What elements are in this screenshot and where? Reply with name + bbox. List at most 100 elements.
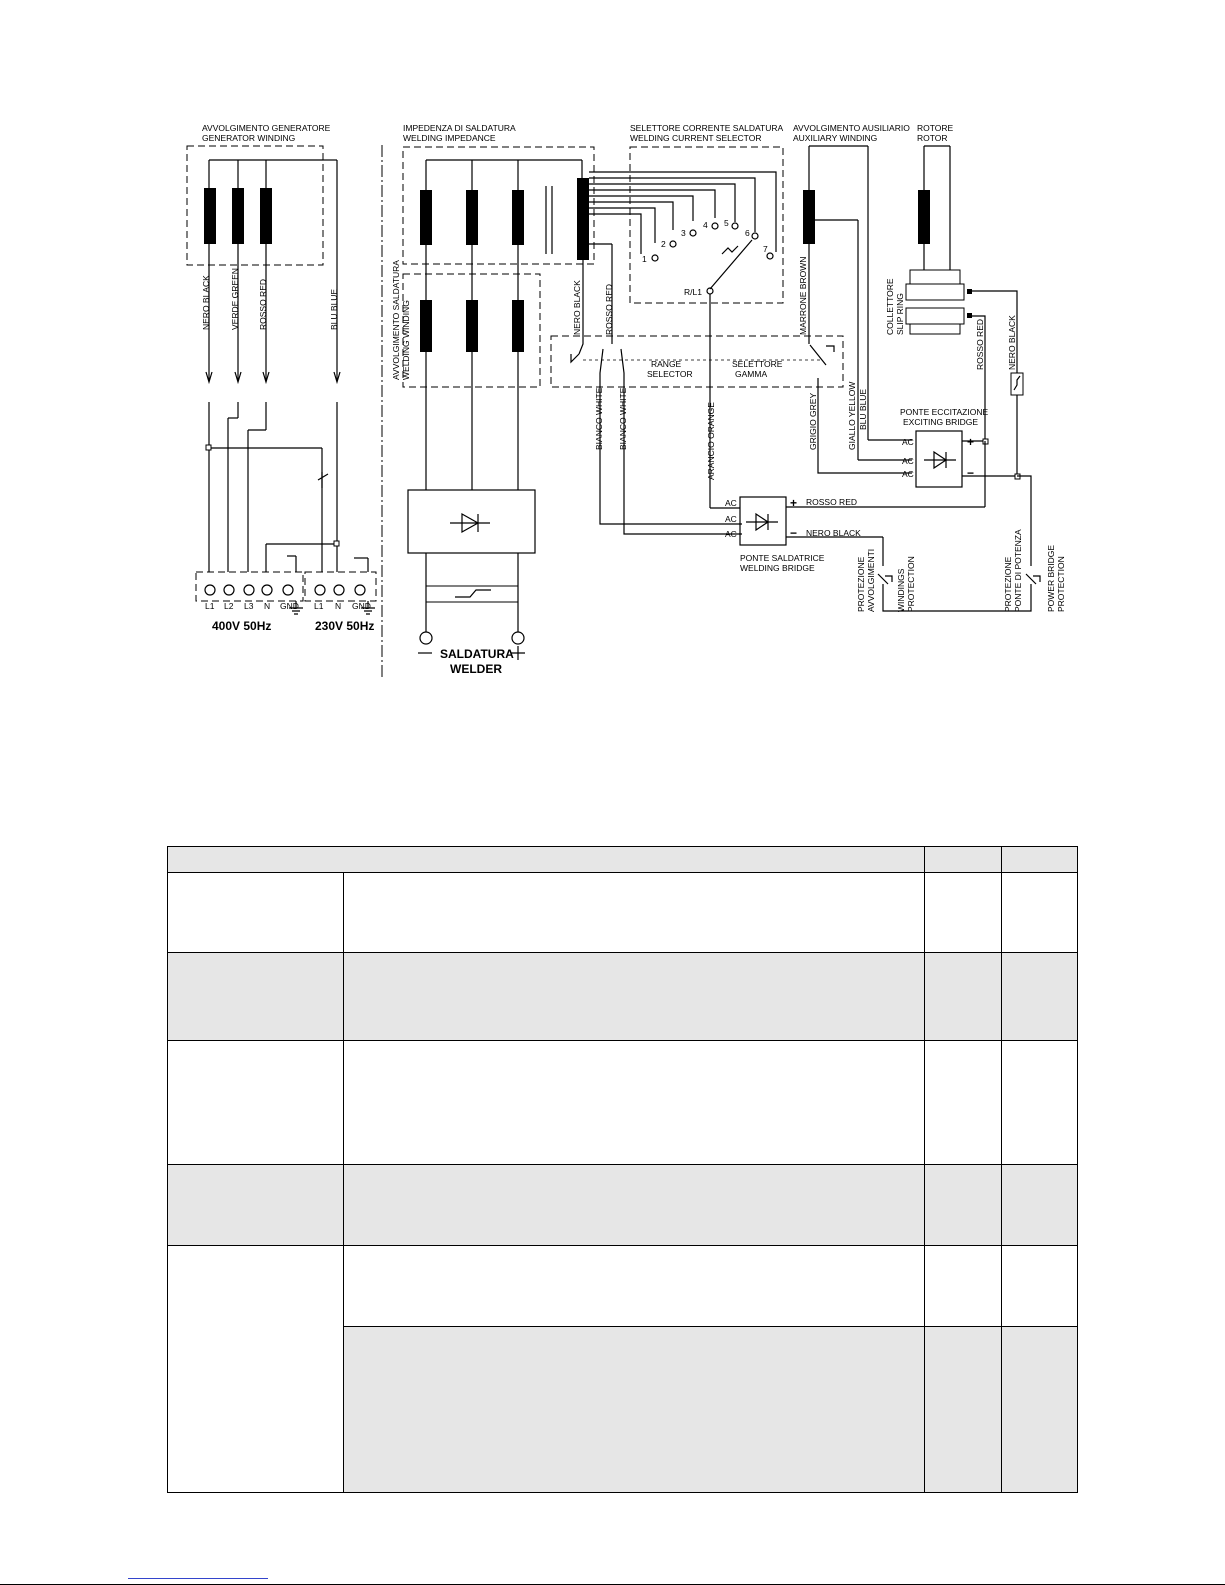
generator-winding-label-en: GENERATOR WINDING (202, 133, 295, 143)
exciting-bridge-label-en: EXCITING BRIDGE (903, 417, 978, 427)
welder-positive-terminal (511, 631, 525, 645)
welding-impedance-label-it: IMPEDENZA DI SALDATURA (403, 123, 516, 133)
terminal-l3-400: L3 (244, 601, 254, 611)
table-cell (342, 1245, 926, 1327)
windings-protection-en-1: WINDINGS (896, 568, 906, 612)
selector-pos-4: 4 (703, 220, 708, 230)
table-cell (924, 1164, 1003, 1246)
exc-minus: − (967, 466, 974, 480)
terminal-l1-230: L1 (314, 601, 324, 611)
weld-ac-2: AC (725, 514, 737, 524)
exc-ac-2: AC (902, 456, 914, 466)
range-selector: RANGE SELECTOR SELETTORE GAMMA (550, 335, 844, 388)
windings-protection-en-2: PROTECTION (906, 556, 916, 612)
welding-winding-label-en: WELDING WINDING (401, 300, 411, 380)
table-row (167, 1040, 1078, 1165)
weld-minus-wire: NERO BLACK (806, 528, 861, 538)
welding-winding: AVVOLGIMENTO SALDATURA WELDING WINDING (391, 245, 541, 490)
table-cell (342, 1040, 926, 1165)
table-cell (342, 872, 926, 953)
welder-negative-terminal (419, 631, 433, 645)
wire-nero-black-gen: NERO BLACK (201, 275, 211, 330)
wire-giallo-yellow: GIALLO YELLOW (847, 382, 857, 450)
table-cell (924, 1245, 1003, 1327)
wire-rosso-red-gen: ROSSO RED (258, 279, 268, 330)
welding-impedance-label-en: WELDING IMPEDANCE (403, 133, 496, 143)
table-cell (342, 1164, 926, 1246)
wire-bianco-white-1: BIANCO WHITE (594, 387, 604, 450)
protections: PROTEZIONE AVVOLGIMENTI WINDINGS PROTECT… (856, 475, 1066, 612)
welding-bridge-label-en: WELDING BRIDGE (740, 563, 815, 573)
wire-rosso-red-rotor: ROSSO RED (975, 319, 985, 370)
current-selector: SELETTORE CORRENTE SALDATURA WELDING CUR… (589, 123, 784, 508)
wire-verde-green: VERDE GREEN (230, 268, 240, 330)
table-cell (167, 1040, 344, 1165)
table-header-cell (166, 846, 926, 873)
welder-rectifier: SALDATURA WELDER (407, 489, 536, 676)
selettore-gamma-label-1: SELETTORE (732, 359, 783, 369)
table-cell (1001, 1164, 1078, 1246)
windings-protection-it-1: PROTEZIONE (856, 556, 866, 612)
welding-winding-label-it: AVVOLGIMENTO SALDATURA (391, 260, 401, 380)
exc-plus: + (967, 435, 974, 449)
table-cell (1001, 1245, 1078, 1327)
selector-label-en: WELDING CURRENT SELECTOR (630, 133, 761, 143)
wire-nero-black-imp: NERO BLACK (572, 280, 582, 335)
impedance-taps: NERO BLACK ROSSO RED BIANCO WHITE BIANCO… (570, 243, 742, 535)
selector-pos-5: 5 (724, 218, 729, 228)
table-cell (342, 952, 926, 1041)
power-bridge-protection-en-2: PROTECTION (1056, 556, 1066, 612)
table-row (167, 1245, 1078, 1493)
table-cell (1001, 952, 1078, 1041)
voltage-230-label: 230V 50Hz (315, 619, 374, 633)
selector-pos-1: 1 (642, 254, 647, 264)
welding-bridge: AC AC AC + − ROSSO RED NERO BLACK PONTE … (710, 496, 985, 573)
terminal-n-400: N (264, 601, 270, 611)
selector-pos-6: 6 (745, 228, 750, 238)
aux-winding-label-en: AUXILIARY WINDING (793, 133, 877, 143)
wiring-diagram: AVVOLGIMENTO GENERATORE GENERATOR WINDIN… (186, 123, 1066, 680)
wire-rosso-red-imp: ROSSO RED (604, 284, 614, 335)
table-cell (167, 872, 344, 953)
troubleshooting-table (166, 846, 1078, 1493)
table-header-row (166, 846, 1078, 873)
table-header-cell (1001, 846, 1078, 873)
rotor: ROTORE ROTOR COLLETTORE SLIP RING ROSSO … (885, 123, 1024, 476)
wire-grigio-grey: GRIGIO GREY (808, 393, 818, 450)
terminal-n-230: N (335, 601, 341, 611)
weld-plus-wire: ROSSO RED (806, 497, 857, 507)
wire-nero-black-rotor: NERO BLACK (1007, 315, 1017, 370)
weld-ac-1: AC (725, 498, 737, 508)
generator-winding: AVVOLGIMENTO GENERATORE GENERATOR WINDIN… (186, 123, 341, 385)
welding-bridge-label-it: PONTE SALDATRICE (740, 553, 825, 563)
wire-arancio-orange: ARANCIO ORANGE (706, 402, 716, 480)
selector-pos-3: 3 (681, 228, 686, 238)
voltage-400-label: 400V 50Hz (212, 619, 271, 633)
table-cell (167, 1164, 344, 1246)
socket-panel-400v: L1 L2 L3 N GND 400V 50Hz (195, 571, 304, 633)
windings-protection-it-2: AVVOLGIMENTI (866, 549, 876, 612)
table-cell (167, 1245, 344, 1493)
wire-bianco-white-2: BIANCO WHITE (618, 387, 628, 450)
rotor-label-it: ROTORE (917, 123, 954, 133)
terminal-gnd-400: GND (280, 601, 299, 611)
exc-ac-1: AC (902, 437, 914, 447)
range-selector-label-2: SELECTOR (647, 369, 693, 379)
selector-label-it: SELETTORE CORRENTE SALDATURA (630, 123, 784, 133)
table-row (167, 952, 1078, 1041)
exc-ac-3: AC (902, 469, 914, 479)
wire-blu-blue-aux: BLU BLUE (858, 389, 868, 430)
table-header-cell (924, 846, 1003, 873)
weld-plus: + (790, 496, 797, 510)
weld-ac-3: AC (725, 529, 737, 539)
table-row (167, 872, 1078, 953)
wire-marrone-brown: MARRONE BROWN (798, 257, 808, 335)
exciting-bridge-label-it: PONTE ECCITAZIONE (900, 407, 988, 417)
table-cell (1001, 872, 1078, 953)
table-cell (1001, 1326, 1078, 1493)
table-cell (924, 952, 1003, 1041)
socket-panel-230v: L1 N GND 230V 50Hz (304, 571, 377, 633)
exciting-bridge: PONTE ECCITAZIONE EXCITING BRIDGE AC AC … (900, 407, 1021, 507)
ground-symbols (289, 601, 375, 615)
table-cell (924, 1326, 1003, 1493)
